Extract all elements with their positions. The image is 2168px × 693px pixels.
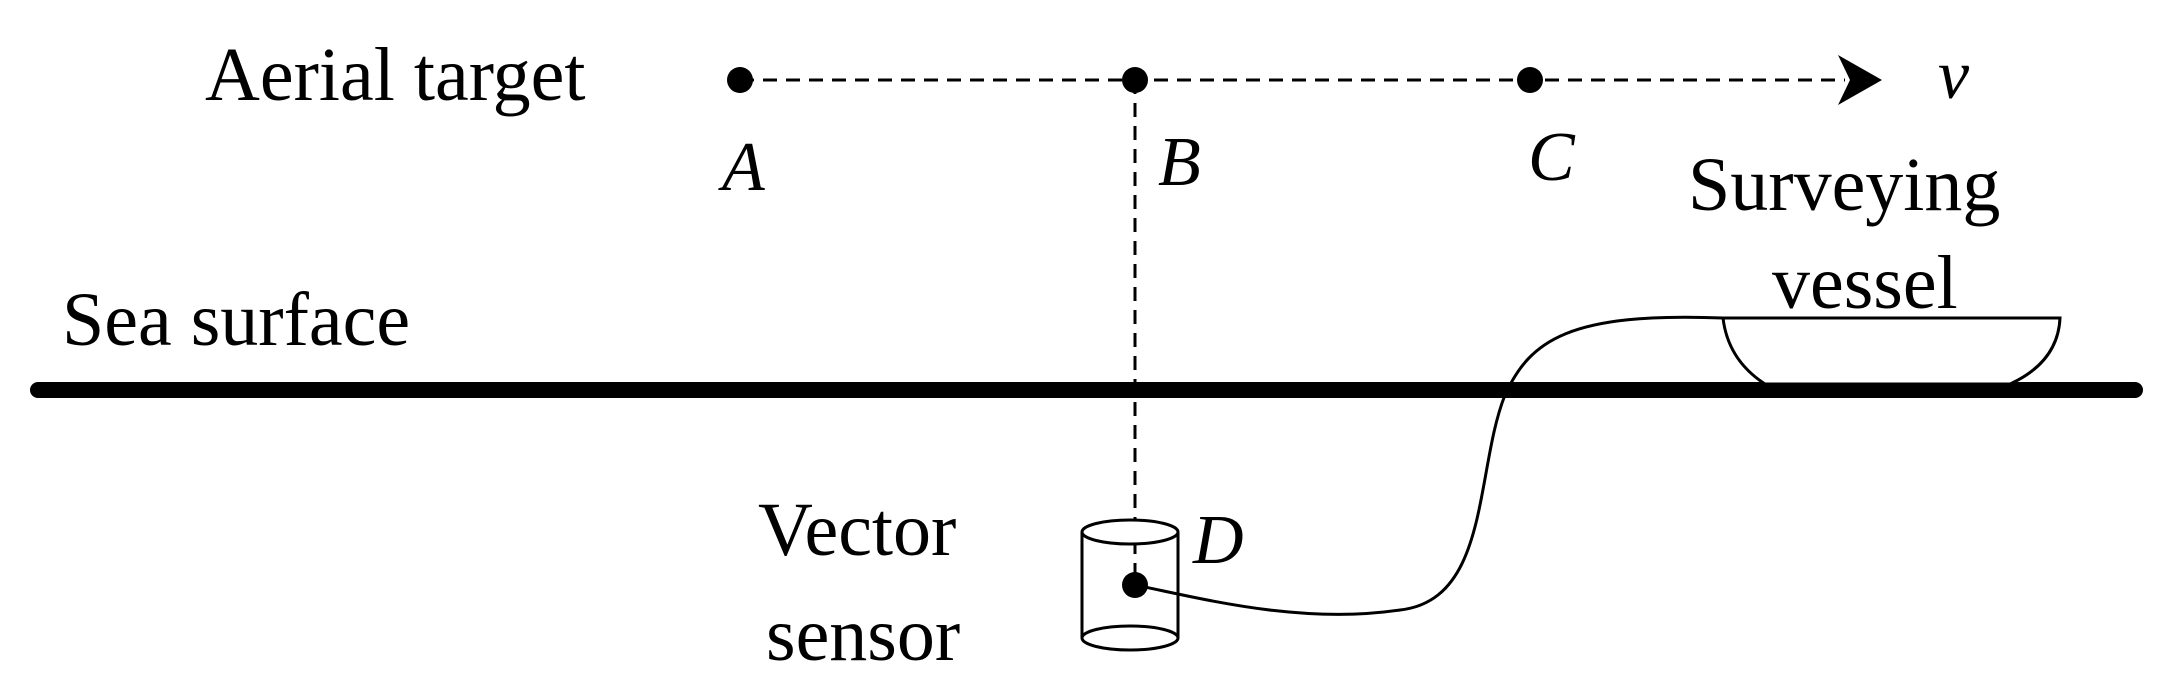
point-b-label: B bbox=[1158, 124, 1201, 201]
vector-sensor-label-line1: Vector bbox=[758, 488, 956, 572]
point-a-label: A bbox=[718, 129, 765, 206]
vector-sensor-label-line2: sensor bbox=[766, 593, 960, 677]
point-a-marker bbox=[727, 67, 753, 93]
surveying-vessel-hull bbox=[1721, 316, 2062, 386]
point-b-marker bbox=[1122, 67, 1148, 93]
velocity-arrowhead bbox=[1838, 55, 1882, 105]
aerial-target-label: Aerial target bbox=[205, 33, 586, 117]
velocity-label: v bbox=[1938, 37, 1970, 114]
sea-surface-label: Sea surface bbox=[62, 278, 410, 362]
point-c-marker bbox=[1517, 67, 1543, 93]
point-d-label: D bbox=[1192, 502, 1244, 579]
surveying-vessel-label-line1: Surveying bbox=[1688, 143, 2000, 227]
vector-sensor-cylinder bbox=[1080, 518, 1180, 652]
sensor-cable bbox=[1134, 315, 1724, 616]
point-c-label: C bbox=[1528, 119, 1576, 196]
point-d-marker bbox=[1122, 572, 1148, 598]
surveying-vessel-label-line2: vessel bbox=[1772, 241, 1958, 325]
